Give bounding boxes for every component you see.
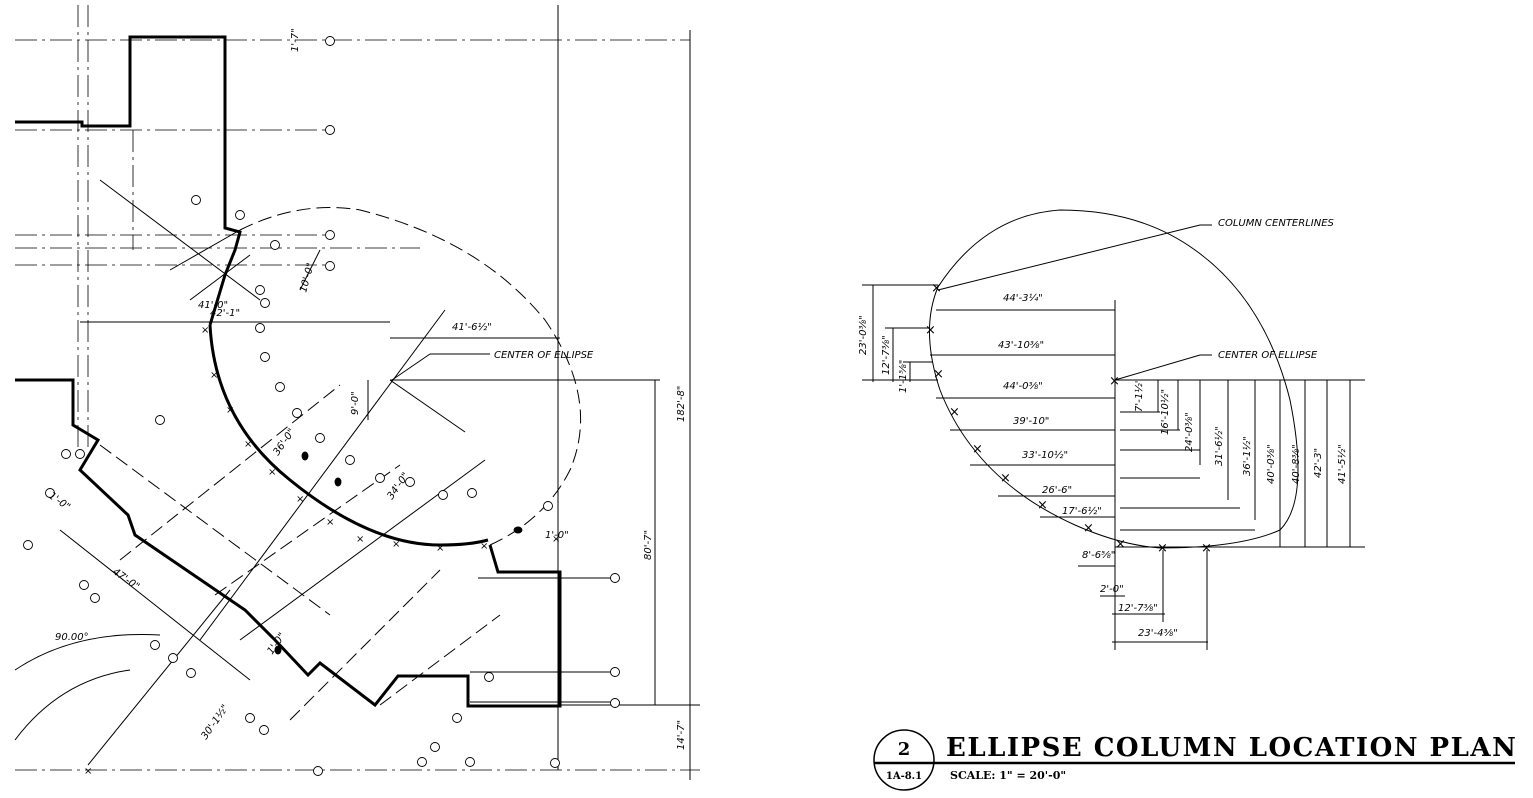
detail-number: 2 — [898, 739, 911, 760]
column-marks: × × × × × × × × × × × × × — [84, 325, 560, 777]
svg-text:×: × — [480, 541, 488, 552]
dim-d10: 182'-8" — [676, 386, 687, 422]
dim-d5: 41'-6½" — [452, 321, 492, 333]
detail-dim-lines — [862, 284, 1365, 650]
detail-vrdim-8: 41'-5½" — [1336, 444, 1348, 484]
dim-d3: 41'-0" — [198, 300, 228, 311]
grid-lines — [15, 5, 700, 780]
svg-text:×: × — [356, 534, 364, 545]
svg-text:×: × — [972, 442, 983, 457]
svg-text:×: × — [436, 543, 444, 554]
dim-d13: 47'-0" — [110, 566, 141, 592]
column-centerlines-note: COLUMN CENTERLINES — [1218, 218, 1335, 229]
detail-hdim-6: 17'-6½" — [1062, 505, 1102, 517]
detail-ellipse — [928, 209, 1299, 549]
svg-text:×: × — [210, 370, 218, 381]
svg-text:×: × — [296, 494, 304, 505]
ellipse-detail: × × × × × × × × × × × × — [858, 209, 1365, 650]
dim-d9: 1'-0" — [545, 530, 569, 541]
detail-vldim-1: 12'-7⅜" — [881, 335, 892, 375]
svg-text:×: × — [933, 367, 944, 382]
svg-text:×: × — [1083, 521, 1094, 536]
detail-vrdim-1: 16'-10½" — [1159, 389, 1171, 435]
drawing-title: ELLIPSE COLUMN LOCATION PLAN — [946, 733, 1517, 763]
svg-text:×: × — [226, 405, 234, 416]
detail-hdim-10: 23'-4⅜" — [1138, 628, 1178, 639]
detail-hdim-4: 33'-10½" — [1022, 449, 1068, 461]
svg-text:×: × — [84, 766, 92, 777]
grid-bubbles — [23, 36, 620, 776]
sheet-ref: 1A-8.1 — [886, 771, 922, 782]
detail-vrdim-0: 7'-1½" — [1133, 379, 1145, 412]
detail-center-note: CENTER OF ELLIPSE — [1218, 350, 1318, 361]
plan-ellipse — [239, 207, 582, 546]
svg-text:×: × — [268, 467, 276, 478]
svg-text:×: × — [201, 325, 209, 336]
dim-d7: 36'-0" — [271, 427, 297, 458]
dim-d2: 10'-0" — [298, 262, 316, 294]
dim-d14: 90.00° — [55, 632, 89, 643]
building-outline — [15, 35, 562, 708]
site-plan: × × × × × × × × × × × × × — [14, 5, 700, 780]
detail-hdim-0: 44'-3¼" — [1003, 292, 1043, 304]
drawing-scale: SCALE: 1" = 20'-0" — [950, 769, 1066, 782]
svg-text:×: × — [326, 517, 334, 528]
center-of-ellipse-note: CENTER OF ELLIPSE — [494, 350, 594, 361]
detail-hdim-7: 8'-6⅝" — [1082, 550, 1115, 561]
svg-text:×: × — [949, 405, 960, 420]
dim-d16: 1'-0" — [46, 490, 72, 513]
svg-text:×: × — [1037, 498, 1048, 513]
diagonal-lines — [14, 309, 501, 766]
detail-vrdim-7: 42'-3" — [1313, 448, 1324, 478]
detail-vldim-0: 23'-0⅜" — [858, 315, 869, 355]
svg-text:×: × — [1000, 471, 1011, 486]
detail-hdim-9: 12'-7⅜" — [1118, 603, 1158, 614]
detail-tag-circle — [873, 729, 935, 791]
svg-text:×: × — [552, 534, 560, 545]
svg-text:×: × — [1157, 541, 1168, 556]
plan-annotations: CENTER OF ELLIPSE 1'-7" 10'-0" 41'-0" 42… — [46, 28, 687, 750]
detail-vrdim-5: 40'-0⅜" — [1266, 444, 1277, 484]
detail-vrdim-3: 31'-6½" — [1213, 426, 1225, 466]
dim-d15: 30'-1½" — [199, 702, 232, 741]
title-block: 2 1A-8.1 ELLIPSE COLUMN LOCATION PLAN SC… — [873, 729, 1517, 791]
detail-hdim-1: 43'-10⅜" — [998, 340, 1044, 351]
detail-hdim-3: 39'-10" — [1013, 416, 1049, 427]
dim-d4: 42'-1" — [210, 308, 240, 319]
detail-vrdim-4: 36'-1½" — [1241, 436, 1253, 476]
dim-d1: 1'-7" — [290, 28, 301, 52]
svg-text:×: × — [392, 539, 400, 550]
detail-hdim-2: 44'-0⅜" — [1003, 381, 1043, 392]
detail-hdim-8: 2'-0" — [1100, 584, 1124, 595]
dim-d12: 14'-7" — [676, 720, 687, 750]
detail-column-marks: × × × × × × × × × × × × — [925, 281, 1212, 556]
svg-text:×: × — [1201, 541, 1212, 556]
dimension-lines — [80, 179, 660, 705]
dim-d11: 80'-7" — [643, 530, 654, 560]
detail-vldim-2: 1'-1⅝" — [898, 360, 909, 393]
svg-text:×: × — [244, 439, 252, 450]
svg-text:×: × — [925, 323, 936, 338]
detail-vrdim-6: 40'-8⅜" — [1291, 444, 1302, 484]
svg-text:×: × — [1109, 374, 1120, 389]
svg-text:×: × — [1115, 537, 1126, 552]
detail-hdim-5: 26'-6" — [1042, 485, 1072, 496]
svg-text:×: × — [931, 281, 942, 296]
detail-vrdim-2: 24'-0⅜" — [1184, 412, 1195, 452]
dim-d6: 9'-0" — [350, 391, 361, 415]
